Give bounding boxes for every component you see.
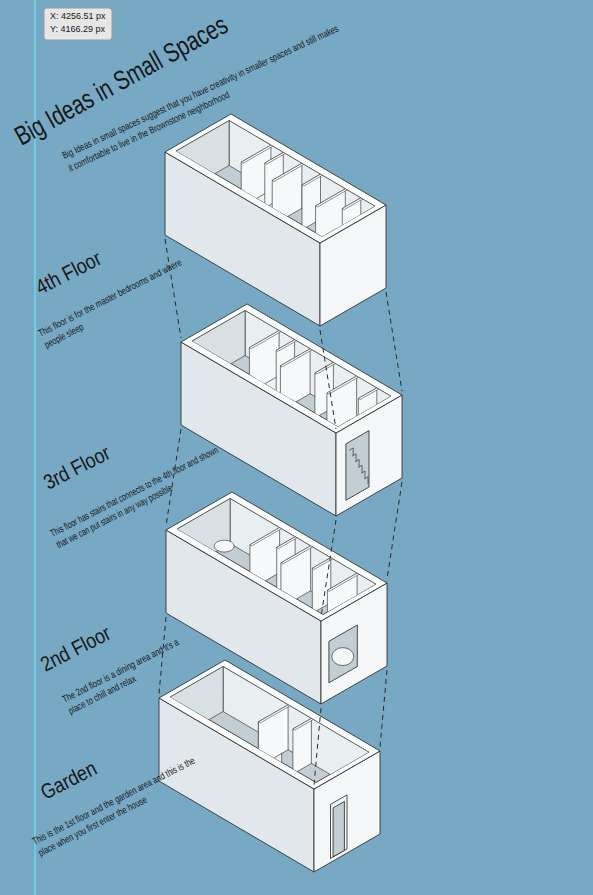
wall-top [166,492,387,621]
door-frame [331,795,348,859]
floor-description: This is the 1st floor and the garden are… [30,751,209,859]
partition-top [280,349,312,367]
stair-window [346,431,369,501]
partition-top [277,537,297,549]
wall-top [165,114,386,243]
partition [293,718,312,774]
window [329,625,357,683]
partition-top [258,705,290,723]
floor-model [181,304,402,516]
partition [342,198,361,254]
dashed-guide [320,330,336,429]
wall-top [181,304,402,433]
dashed-guide [321,520,336,617]
inner-wall [230,499,376,630]
floor-model [166,492,387,704]
partition-top [293,718,313,730]
partition-top [250,528,282,546]
interior [177,499,375,636]
round-table [332,648,354,666]
inner-wall [176,121,229,196]
partition-top [316,189,348,207]
floor-heading: 4th Floor [32,247,105,299]
floor-model [165,114,386,326]
stair-step [358,465,362,473]
interior [192,311,390,444]
partition-top [358,388,378,400]
floor-heading: Garden [37,757,100,804]
partition-top [315,362,335,374]
table [214,540,234,552]
partition-top [281,546,313,564]
tooltip-text: X: 4256.51 px [50,11,106,22]
partition-top [249,331,281,349]
floor-heading: 3rd Floor [40,442,114,494]
inner-wall [192,311,245,386]
partition-top [327,376,359,394]
inner-wall [223,667,369,798]
interior [176,121,374,254]
dashed-guide [387,482,402,579]
partition-top [265,152,285,164]
stair-step [349,448,353,456]
dashed-guide [380,670,387,747]
tooltip-box [44,8,112,40]
inner-wall [229,121,375,252]
floor-heading: 2nd Floor [37,622,114,676]
dashed-guide [386,292,402,391]
door [333,801,344,856]
partition-top [276,340,296,352]
partition-top [342,198,362,210]
inner-wall [177,499,230,574]
stair-step [352,454,356,462]
dashed-guide [314,708,321,785]
stair-step [355,460,359,468]
inner-wall [245,311,391,442]
partition-top [241,145,273,163]
partition-top [327,573,359,591]
partition-top [272,163,304,181]
stair-step [364,477,368,485]
stair-step [361,471,365,478]
tooltip-text: Y: 4166.29 px [50,24,105,35]
interior [170,667,368,798]
partition-top [302,174,322,186]
inner-wall [170,667,223,742]
